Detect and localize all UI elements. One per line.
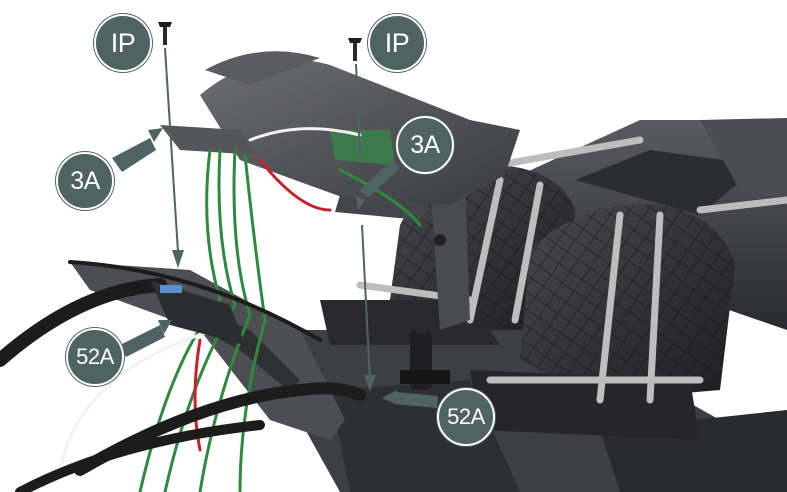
harness-straps — [356, 136, 787, 404]
callout-ip-left: IP — [94, 14, 152, 72]
callout-52a-left: 52A — [66, 328, 124, 386]
callout-arrows — [112, 128, 438, 408]
screws — [158, 22, 362, 61]
guide-lines — [164, 47, 376, 392]
gear-lever — [400, 300, 450, 390]
black-hoses — [0, 260, 366, 492]
front-seat — [470, 204, 735, 440]
callout-3a-left: 3A — [56, 152, 114, 210]
wiring-harness — [58, 127, 422, 492]
callout-52a-right: 52A — [437, 388, 495, 446]
dashboard-hood — [160, 51, 520, 220]
upright-bracket — [430, 180, 470, 330]
callout-3a-right: 3A — [396, 116, 454, 174]
switch-panel — [150, 280, 245, 345]
callout-ip-right: IP — [368, 14, 426, 72]
